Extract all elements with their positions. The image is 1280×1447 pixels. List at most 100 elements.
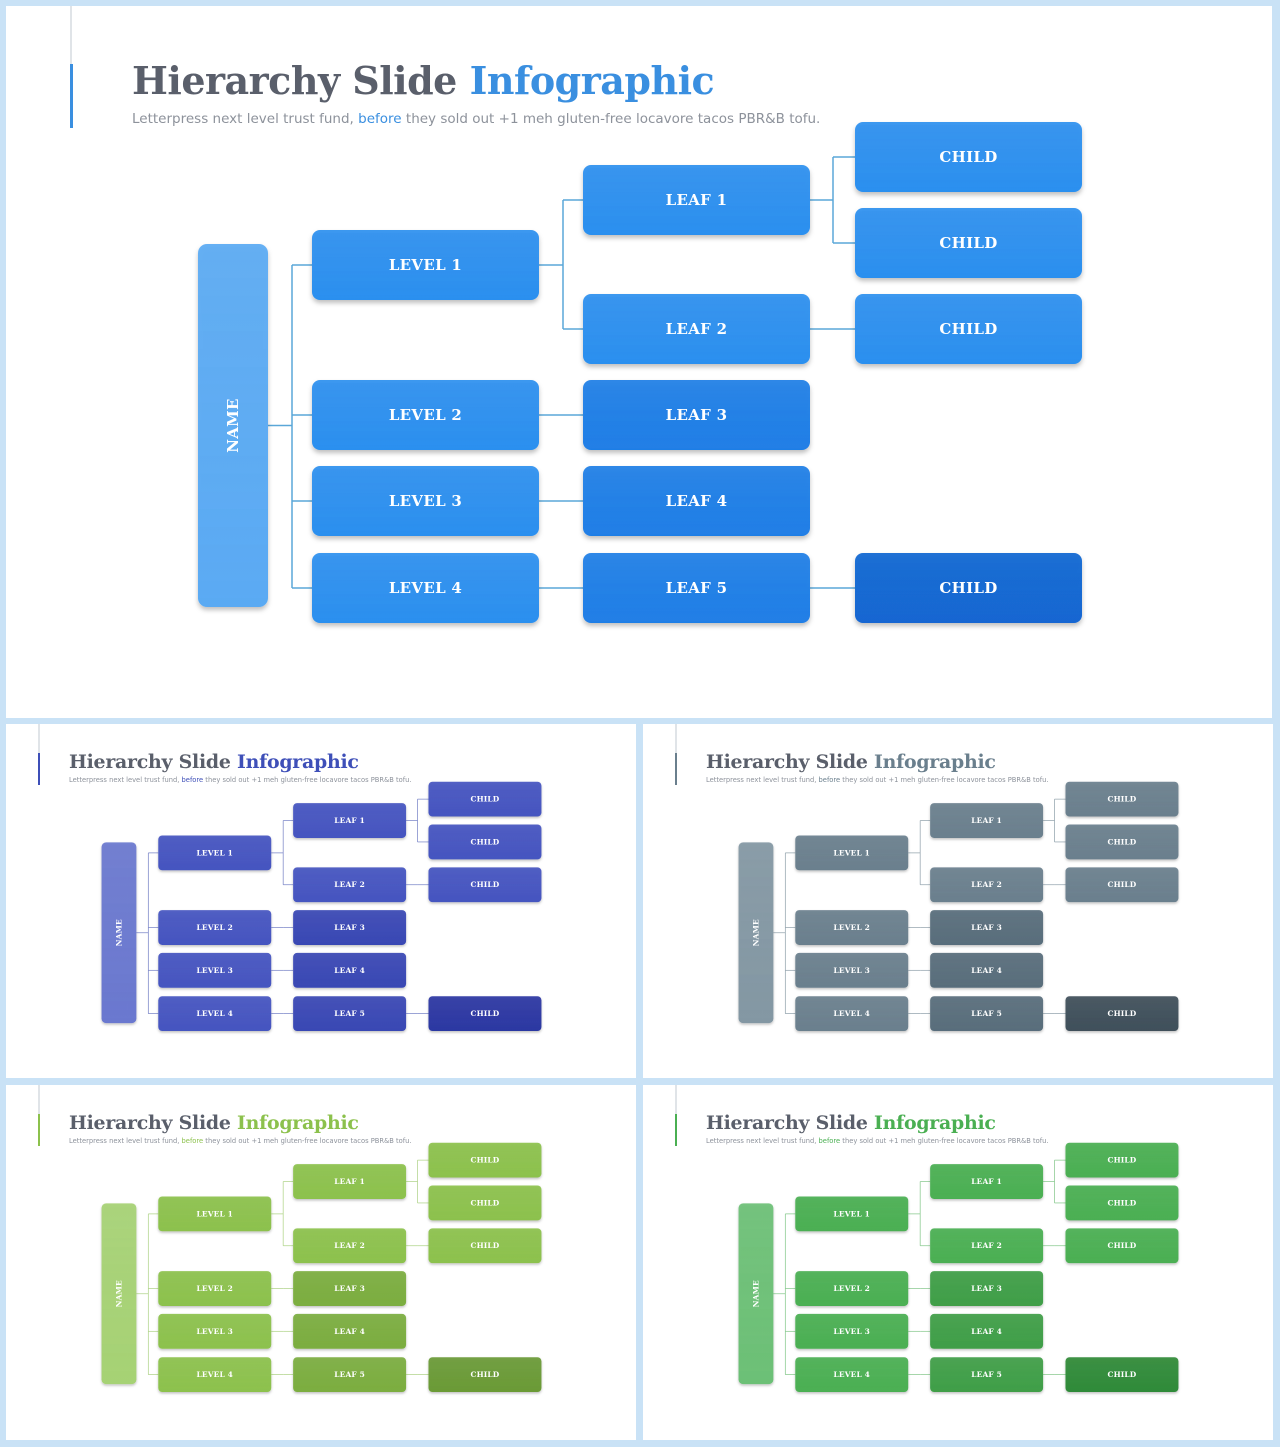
node-box [101,842,137,1024]
node-label: LEVEL 3 [834,966,870,975]
node-f2: LEAF 2 [293,867,407,903]
decor-line [70,6,72,68]
node-c1: CHILD [1065,1142,1179,1178]
node-box [855,553,1082,623]
node-l2: LEVEL 2 [795,1271,909,1306]
node-label: LEAF 4 [666,492,728,510]
subtitle-pre: Letterpress next level trust fund, [705,776,817,785]
accent-bar [37,752,40,785]
node-box [738,842,774,1024]
node-label: LEVEL 4 [834,1009,870,1018]
accent-bar [70,64,73,128]
decor-line [37,1085,40,1116]
node-label: NAME [114,1280,123,1307]
node-box [428,1357,542,1393]
slide-subtitle: Letterpress next level trust fund, befor… [706,776,1049,784]
node-c4: CHILD [428,1357,542,1393]
node-label: LEAF 4 [334,1327,365,1336]
node-l2: LEVEL 2 [158,1271,272,1306]
node-box [158,835,272,871]
node-box [583,165,810,235]
subtitle-post: they sold out +1 meh gluten-free locavor… [841,776,1049,785]
node-c3: CHILD [1065,867,1179,903]
node-label: LEAF 3 [971,1284,1002,1293]
node-c1: CHILD [428,1142,542,1178]
node-box [198,244,268,607]
node-label: CHILD [1108,1370,1137,1379]
node-box [795,1313,909,1349]
node-f1: LEAF 1 [293,803,407,838]
node-label: CHILD [1108,1241,1137,1250]
node-label: LEVEL 1 [389,256,462,274]
node-label: LEAF 2 [666,320,728,338]
node-box [1065,996,1179,1032]
node-c2: CHILD [1065,824,1179,860]
node-c1: CHILD [428,781,542,817]
node-label: LEAF 1 [334,1177,365,1186]
subtitle-post: they sold out +1 meh gluten-free locavor… [405,111,821,127]
node-l2: LEVEL 2 [795,910,909,945]
node-label: LEVEL 2 [834,923,870,932]
node-box [930,996,1044,1032]
title-accent: Infographic [873,1110,996,1134]
node-l1: LEVEL 1 [158,835,272,871]
slide-variant-green: Hierarchy Slide Infographic Letterpress … [643,1085,1273,1440]
node-box [428,867,542,903]
node-f3: LEAF 3 [930,910,1044,945]
title-accent: Infographic [236,1110,359,1134]
node-box [293,1164,407,1199]
node-f1: LEAF 1 [293,1164,407,1199]
node-label: CHILD [939,234,997,252]
node-label: CHILD [1108,1156,1137,1165]
node-box [293,1228,407,1264]
connectors [136,1159,429,1375]
node-f1: LEAF 1 [930,803,1044,838]
node-box [158,1313,272,1349]
node-f1: LEAF 1 [583,165,810,235]
node-f5: LEAF 5 [930,996,1044,1032]
node-box [795,1271,909,1306]
subtitle-post: they sold out +1 meh gluten-free locavor… [841,1137,1049,1146]
node-label: LEAF 5 [334,1370,365,1379]
node-box [293,1313,407,1349]
node-l4: LEVEL 4 [312,553,539,623]
node-f2: LEAF 2 [293,1228,407,1264]
node-box [795,996,909,1032]
node-l3: LEVEL 3 [312,466,539,536]
slide-subtitle: Letterpress next level trust fund, befor… [69,1137,412,1145]
node-root: NAME [198,244,268,607]
subtitle-post: they sold out +1 meh gluten-free locavor… [204,1137,412,1146]
node-label: LEVEL 4 [197,1009,233,1018]
node-c2: CHILD [428,824,542,860]
node-box [1065,1142,1179,1178]
title-main: Hierarchy Slide [68,1110,231,1134]
node-box [1065,1228,1179,1264]
node-box [428,1142,542,1178]
connectors [773,1159,1066,1375]
node-box [930,867,1044,903]
node-label: LEVEL 4 [197,1370,233,1379]
node-label: LEVEL 2 [389,406,462,424]
node-l2: LEVEL 2 [158,910,272,945]
slide-main: Hierarchy Slide Infographic Letterpress … [6,6,1272,718]
subtitle-accent: before [358,111,402,127]
node-box [158,1357,272,1393]
node-box [1065,824,1179,860]
node-label: CHILD [1108,1198,1137,1207]
node-box [158,910,272,945]
node-label: LEVEL 3 [834,1327,870,1336]
slide-subtitle: Letterpress next level trust fund, befor… [706,1137,1049,1145]
slide-variant-blue: Hierarchy Slide Infographic Letterpress … [6,724,636,1078]
node-box [855,122,1082,192]
node-label: LEAF 5 [334,1009,365,1018]
node-box [312,230,539,300]
node-c1: CHILD [1065,781,1179,817]
node-label: LEVEL 2 [834,1284,870,1293]
node-box [583,466,810,536]
node-label: CHILD [471,1198,500,1207]
node-box [1065,781,1179,817]
node-box [855,294,1082,364]
node-box [738,1203,774,1385]
node-label: CHILD [471,837,500,846]
